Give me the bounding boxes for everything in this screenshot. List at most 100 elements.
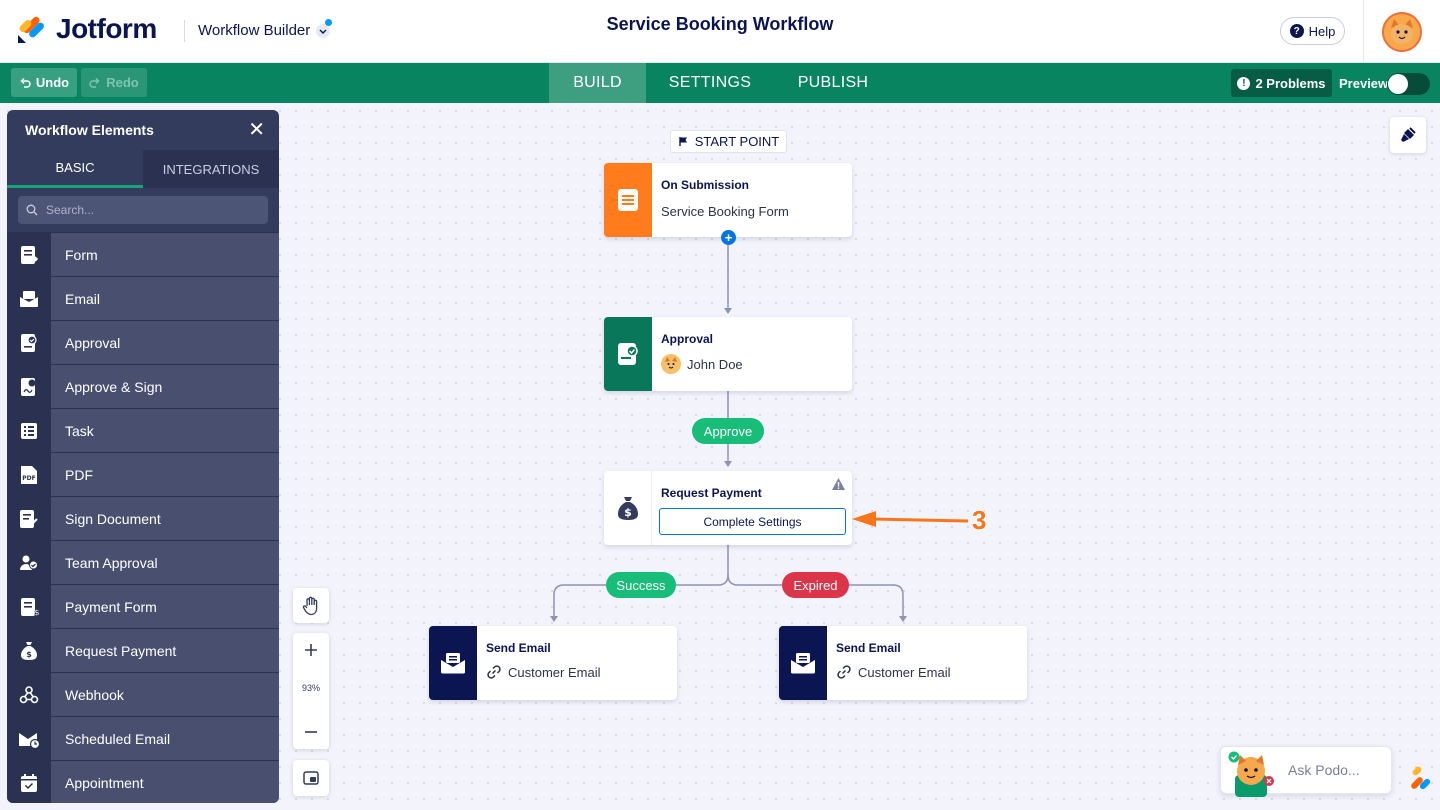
problems-button[interactable]: ! 2 Problems	[1231, 69, 1332, 97]
panel-item-team-approval[interactable]: Team Approval	[7, 540, 279, 584]
tab-build[interactable]: BUILD	[549, 63, 646, 103]
brush-tool-button[interactable]	[1390, 117, 1426, 153]
close-icon[interactable]: ✕	[248, 119, 265, 141]
undo-label: Undo	[35, 75, 70, 90]
panel-item-label: Scheduled Email	[51, 717, 279, 760]
undo-button[interactable]: Undo	[11, 68, 77, 97]
expired-branch-label[interactable]: Expired	[782, 572, 849, 598]
header-divider	[184, 20, 185, 42]
notification-dot	[325, 19, 332, 26]
help-label: Help	[1308, 23, 1336, 39]
node-title: Request Payment	[661, 486, 762, 500]
avatar[interactable]	[1382, 12, 1422, 52]
assignee-name: John Doe	[687, 356, 743, 372]
panel-item-label: Form	[51, 233, 279, 276]
minimap-button[interactable]	[293, 760, 329, 796]
sign-document-icon	[7, 497, 51, 540]
panel-item-approval[interactable]: Approval	[7, 320, 279, 364]
form-icon	[604, 163, 652, 237]
panel-item-request-payment[interactable]: $ Request Payment	[7, 628, 279, 672]
panel-item-pdf[interactable]: PDF PDF	[7, 452, 279, 496]
jotform-logo[interactable]: Jotform	[16, 13, 157, 45]
panel-item-approve-sign[interactable]: Approve & Sign	[7, 364, 279, 408]
success-branch-label[interactable]: Success	[606, 572, 676, 598]
redo-label: Redo	[106, 75, 139, 90]
approve-branch-label[interactable]: Approve	[692, 418, 764, 444]
complete-settings-button[interactable]: Complete Settings	[659, 508, 846, 535]
jotform-logo-icon	[18, 16, 44, 43]
start-point-label: START POINT	[670, 130, 787, 153]
exclamation-icon: !	[1237, 76, 1251, 90]
chevron-down-icon	[316, 23, 331, 38]
help-button[interactable]: ? Help	[1280, 17, 1345, 45]
scheduled-email-icon	[7, 717, 51, 760]
minus-icon	[305, 731, 317, 733]
panel-item-scheduled-email[interactable]: Scheduled Email	[7, 716, 279, 760]
warning-icon	[832, 478, 845, 490]
paint-brush-icon	[1401, 127, 1416, 142]
panel-item-sign-document[interactable]: Sign Document	[7, 496, 279, 540]
node-title: Approval	[661, 332, 714, 346]
on-submission-node[interactable]: On Submission Service Booking Form	[604, 163, 852, 237]
zoom-controls: 93%	[293, 633, 329, 749]
form-icon	[7, 233, 51, 276]
panel-title: Workflow Elements	[25, 122, 154, 138]
tab-integrations[interactable]: INTEGRATIONS	[162, 161, 260, 177]
panel-item-payment-form[interactable]: $ Payment Form	[7, 584, 279, 628]
send-email-expired-node[interactable]: Send Email Customer Email	[779, 626, 1027, 700]
zoom-level: 93%	[301, 683, 320, 693]
panel-item-label: Approval	[51, 321, 279, 364]
workflow-builder-dropdown[interactable]: Workflow Builder	[198, 22, 331, 39]
link-icon	[487, 665, 501, 679]
start-point-text: START POINT	[694, 134, 780, 149]
panel-item-email[interactable]: Email	[7, 276, 279, 320]
annotation-number: 3	[972, 505, 987, 535]
zoom-out-button[interactable]	[293, 715, 329, 749]
pdf-icon: PDF	[7, 453, 51, 496]
email-icon	[429, 626, 477, 700]
pan-tool-button[interactable]	[293, 588, 329, 623]
payment-form-icon: $	[7, 585, 51, 628]
panel-item-appointment[interactable]: Appointment	[7, 760, 279, 803]
panel-item-task[interactable]: Task	[7, 408, 279, 452]
webhook-icon	[7, 673, 51, 716]
email-icon	[779, 626, 827, 700]
send-email-success-node[interactable]: Send Email Customer Email	[429, 626, 677, 700]
node-title: On Submission	[661, 178, 750, 192]
panel-item-label: Email	[51, 277, 279, 320]
panel-item-label: Team Approval	[51, 541, 279, 584]
workflow-elements-panel: Workflow Elements ✕ BASIC INTEGRATIONS F…	[7, 110, 279, 803]
ask-podo-placeholder: Ask Podo...	[1288, 762, 1360, 778]
calendar-icon	[7, 761, 51, 803]
tab-basic[interactable]: BASIC	[7, 150, 143, 188]
redo-button[interactable]: Redo	[81, 68, 147, 97]
approval-node[interactable]: Approval John Doe	[604, 317, 852, 391]
node-title: Send Email	[836, 641, 901, 655]
hand-icon	[302, 596, 318, 615]
search-input[interactable]	[46, 203, 246, 217]
ask-podo-widget[interactable]: Ask Podo...	[1220, 746, 1392, 797]
panel-item-label: Appointment	[51, 761, 279, 803]
tab-publish[interactable]: PUBLISH	[797, 74, 869, 91]
jotform-vertical-logo-icon	[1411, 766, 1431, 790]
link-icon	[837, 665, 851, 679]
add-step-icon[interactable]: +	[721, 230, 736, 245]
panel-item-webhook[interactable]: Webhook	[7, 672, 279, 716]
panel-search	[18, 196, 268, 224]
header-divider-right	[1363, 0, 1364, 63]
panel-item-label: Task	[51, 409, 279, 452]
user-avatar-icon	[661, 354, 681, 374]
preview-toggle[interactable]	[1387, 73, 1430, 95]
email-recipient: Customer Email	[486, 664, 669, 680]
panel-item-label: Webhook	[51, 673, 279, 716]
team-approval-icon	[7, 541, 51, 584]
money-bag-icon: $	[7, 629, 51, 672]
toggle-knob	[1388, 74, 1408, 94]
minimap-icon	[303, 771, 319, 785]
tab-settings[interactable]: SETTINGS	[668, 74, 752, 91]
podo-mascot-icon	[1228, 751, 1274, 797]
panel-item-form[interactable]: Form	[7, 232, 279, 276]
zoom-in-button[interactable]	[293, 633, 329, 667]
svg-text:$: $	[624, 506, 632, 519]
email-recipient: Customer Email	[836, 664, 1019, 680]
